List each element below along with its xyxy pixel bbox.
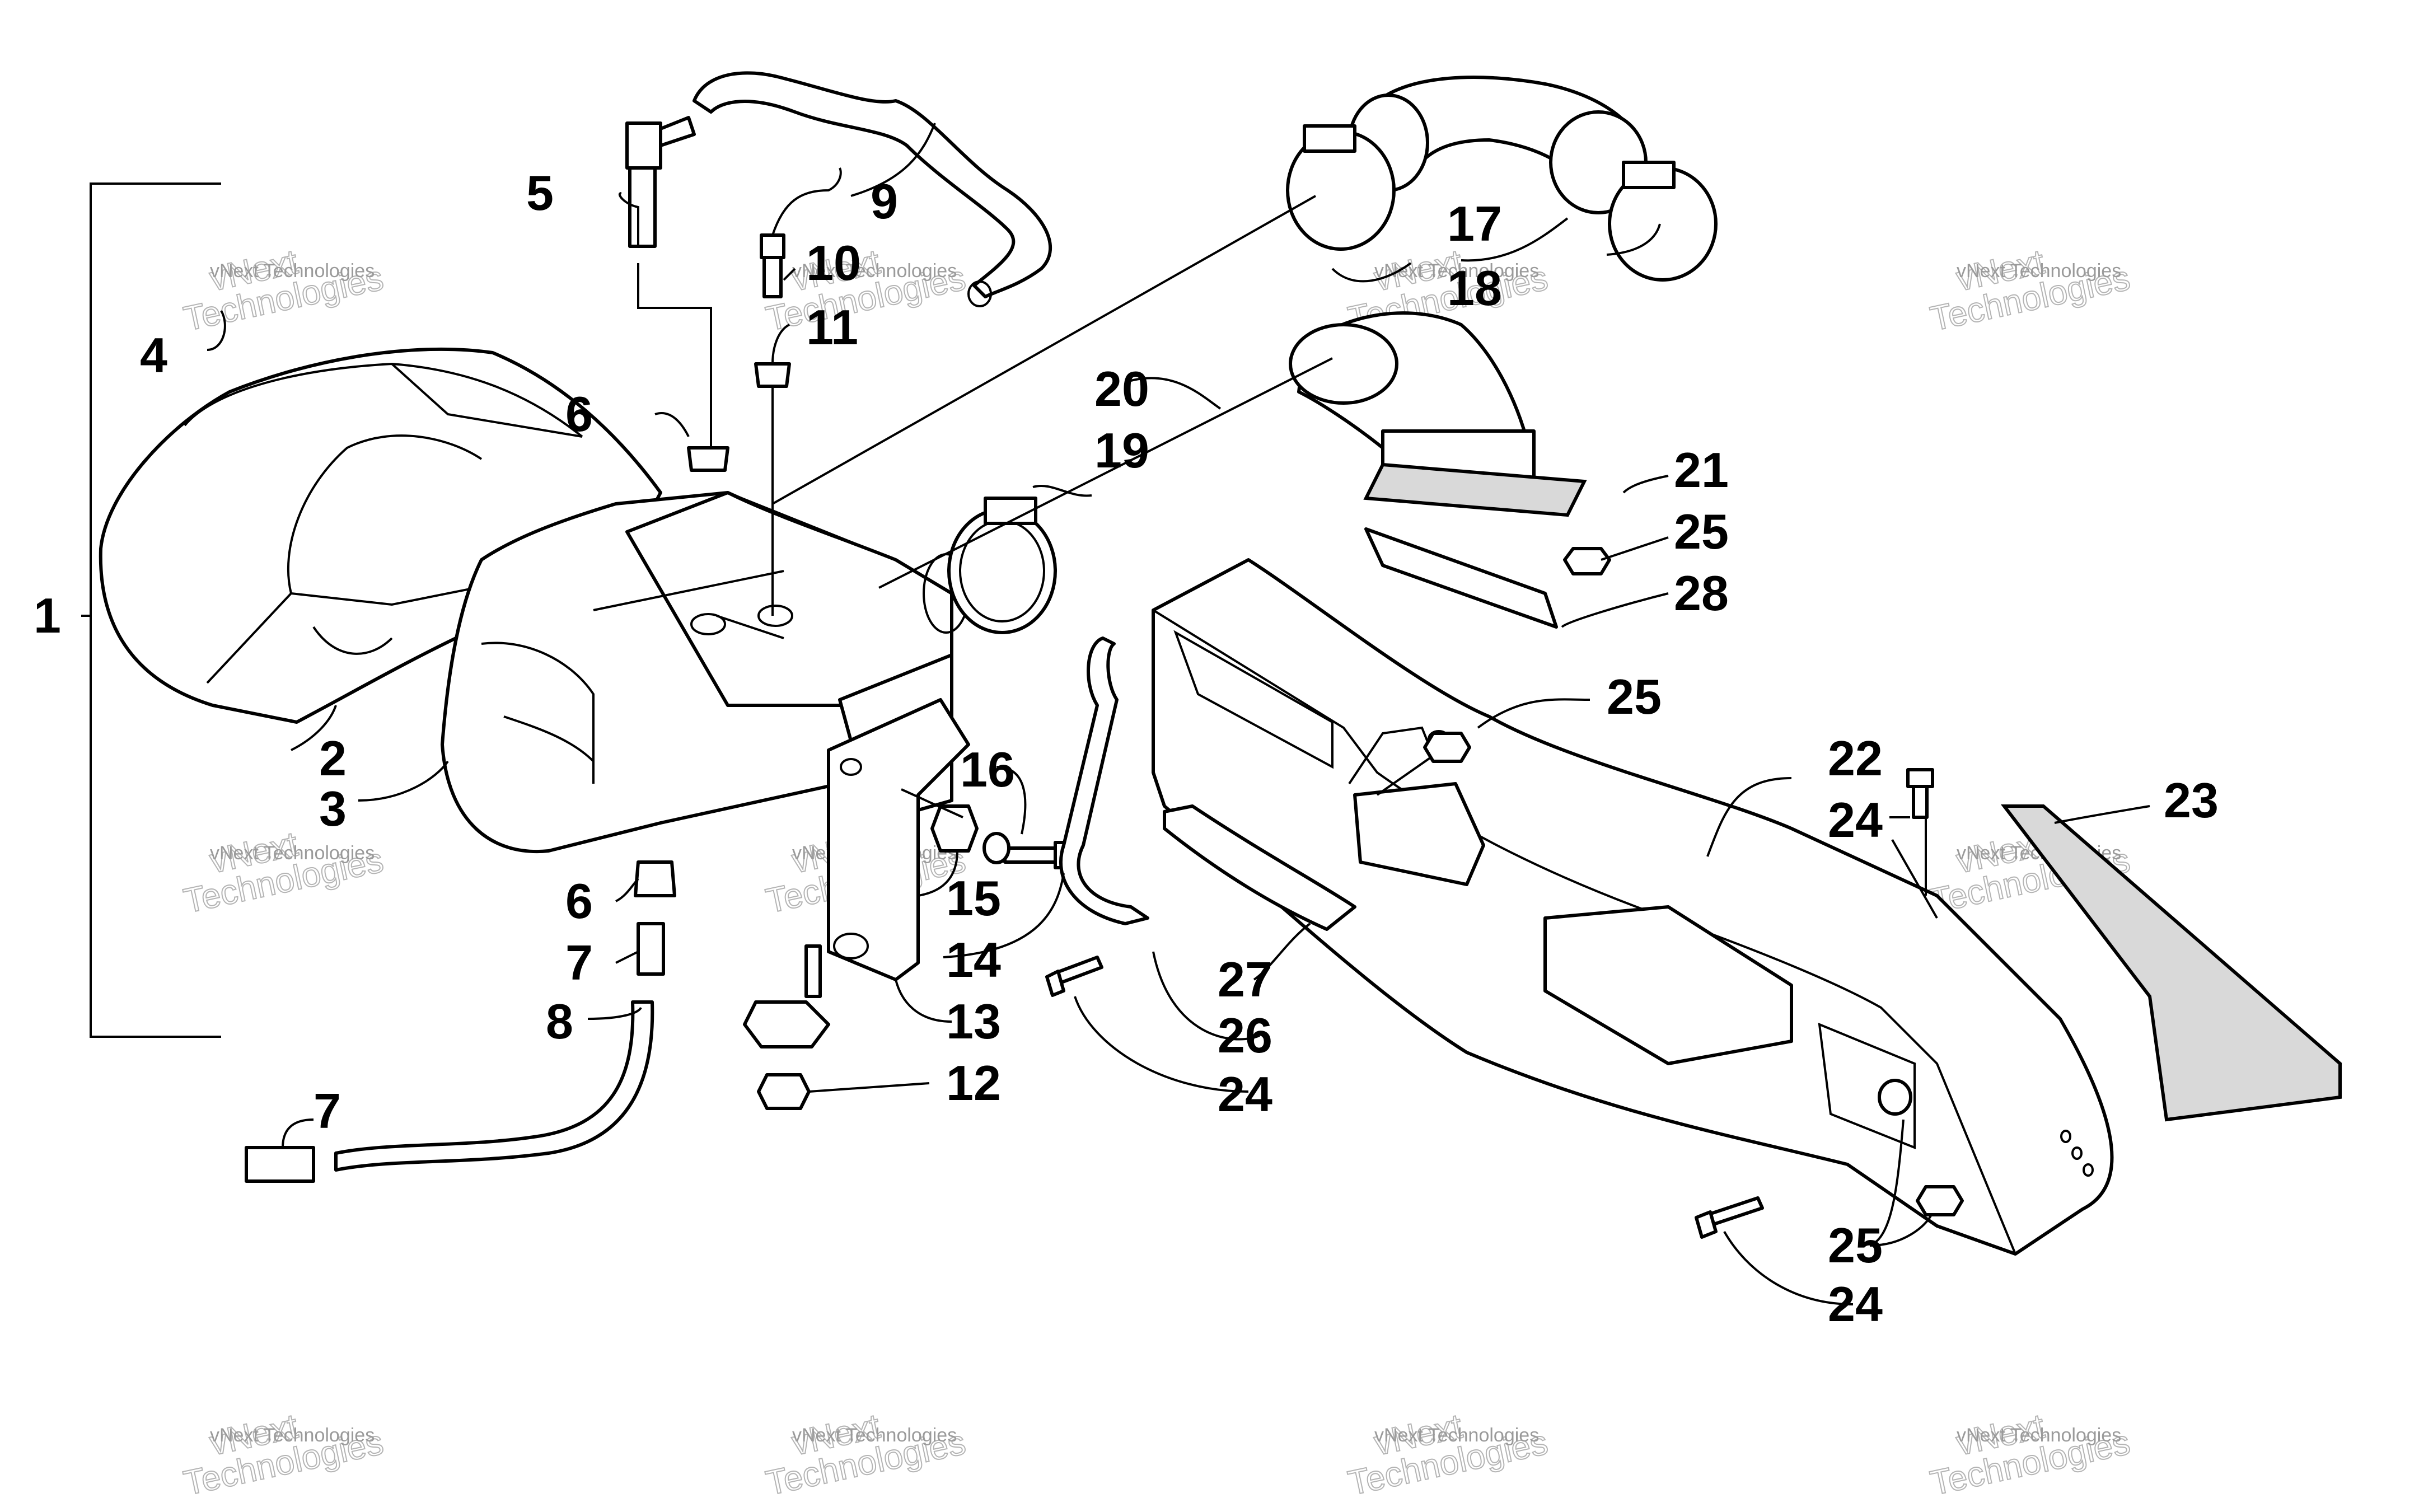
grommet-6-top [687, 446, 729, 472]
watermark: vNext Technologies vNext Technologies [180, 824, 387, 921]
washer-16 [982, 832, 1010, 864]
drain-hose [334, 1000, 654, 1172]
air-box-base [441, 491, 970, 853]
label-25-bottom: 25 [1828, 1218, 1883, 1273]
label-4: 4 [140, 327, 167, 383]
vent-hose [693, 71, 1052, 307]
nut-25-middle [1423, 732, 1471, 763]
washer-12a [743, 1000, 830, 1048]
label-21: 21 [1674, 442, 1729, 498]
label-2: 2 [319, 731, 347, 786]
mount-bracket [804, 698, 970, 998]
label-24-top: 24 [1828, 792, 1883, 848]
drain-fitting-lower [245, 1146, 315, 1183]
bolt-24-left [1045, 956, 1103, 997]
label-27: 27 [1218, 952, 1272, 1007]
svg-text:vNext Technologies: vNext Technologies [792, 260, 957, 282]
hose-clamp-18-left [1286, 124, 1396, 251]
label-15: 15 [946, 870, 1001, 926]
bushing-15 [930, 804, 979, 853]
elbow-fitting [625, 116, 696, 248]
watermark: vNext Technologies vNext Technologies [1926, 1406, 2133, 1504]
part-labels: 1 2 3 4 5 6 6 7 7 8 9 10 11 12 13 14 15 … [34, 165, 2219, 1332]
leader-lines [207, 123, 2150, 1305]
watermark: vNext Technologies vNext Technologies [180, 242, 387, 339]
watermark: vNext Technologies vNext Technologies [762, 242, 969, 339]
label-24-bottom: 24 [1828, 1276, 1883, 1332]
label-25-middle: 25 [1607, 669, 1662, 724]
gasket-28 [1364, 527, 1558, 629]
label-6-top: 6 [565, 386, 593, 442]
label-24-left: 24 [1218, 1066, 1272, 1122]
hose-clamp-18-right [1608, 161, 1718, 282]
label-9: 9 [871, 174, 898, 229]
svg-text:vNext Technologies: vNext Technologies [1374, 1425, 1539, 1446]
label-23: 23 [2164, 773, 2219, 828]
label-17: 17 [1447, 196, 1502, 251]
label-7-lower: 7 [314, 1083, 341, 1139]
hose-clamp-19 [947, 497, 1057, 634]
mount-bracket-27 [1163, 804, 1356, 931]
label-7-upper: 7 [565, 935, 593, 990]
label-5: 5 [526, 165, 554, 221]
watermark: vNext Technologies vNext Technologies [762, 1406, 969, 1504]
drain-fitting-upper [637, 922, 665, 976]
svg-text:vNext Technologies: vNext Technologies [1957, 1425, 2121, 1446]
label-1: 1 [34, 588, 61, 643]
label-14: 14 [946, 932, 1001, 987]
label-28: 28 [1674, 565, 1729, 621]
grommet-6-bottom [634, 860, 676, 897]
label-13: 13 [946, 994, 1001, 1049]
bolt-24-bottom [1695, 1196, 1764, 1239]
svg-text:vNext Technologies: vNext Technologies [1957, 260, 2121, 282]
nut-25-bottom [1916, 1185, 1964, 1216]
watermark: vNext Technologies vNext Technologies [180, 1406, 387, 1504]
label-16: 16 [960, 742, 1015, 797]
label-12: 12 [946, 1055, 1001, 1111]
svg-text:vNext Technologies: vNext Technologies [210, 260, 375, 282]
label-18: 18 [1447, 260, 1502, 316]
svg-text:vNext Technologies: vNext Technologies [1374, 260, 1539, 282]
svg-text:vNext Technologies: vNext Technologies [210, 1425, 375, 1446]
support-rod [1059, 636, 1149, 925]
svg-text:vNext Technologies: vNext Technologies [792, 1425, 957, 1446]
grommet-11 [754, 362, 791, 388]
watermark: vNext Technologies vNext Technologies [1344, 1406, 1551, 1504]
label-10: 10 [806, 235, 861, 291]
label-25-top: 25 [1674, 504, 1729, 559]
nut-12 [757, 1073, 811, 1110]
label-11: 11 [806, 299, 858, 355]
svg-text:vNext Technologies: vNext Technologies [210, 842, 375, 864]
bolt-24-top [1906, 768, 1934, 819]
label-26: 26 [1218, 1008, 1272, 1063]
assembly-bracket [81, 182, 221, 1038]
label-8: 8 [546, 994, 573, 1049]
intake-silencer [1152, 558, 2114, 1256]
label-6-bottom: 6 [565, 873, 593, 929]
label-20: 20 [1094, 361, 1149, 416]
label-19: 19 [1094, 423, 1149, 478]
label-3: 3 [319, 781, 347, 836]
temperature-sensor [760, 167, 842, 298]
nut-25-top [1563, 547, 1611, 575]
foam-seal-21 [1363, 462, 1587, 517]
intake-boot [1289, 311, 1536, 489]
label-22: 22 [1828, 731, 1883, 786]
watermark: vNext Technologies vNext Technologies [1926, 242, 2133, 339]
filter-foam [2000, 804, 2342, 1122]
